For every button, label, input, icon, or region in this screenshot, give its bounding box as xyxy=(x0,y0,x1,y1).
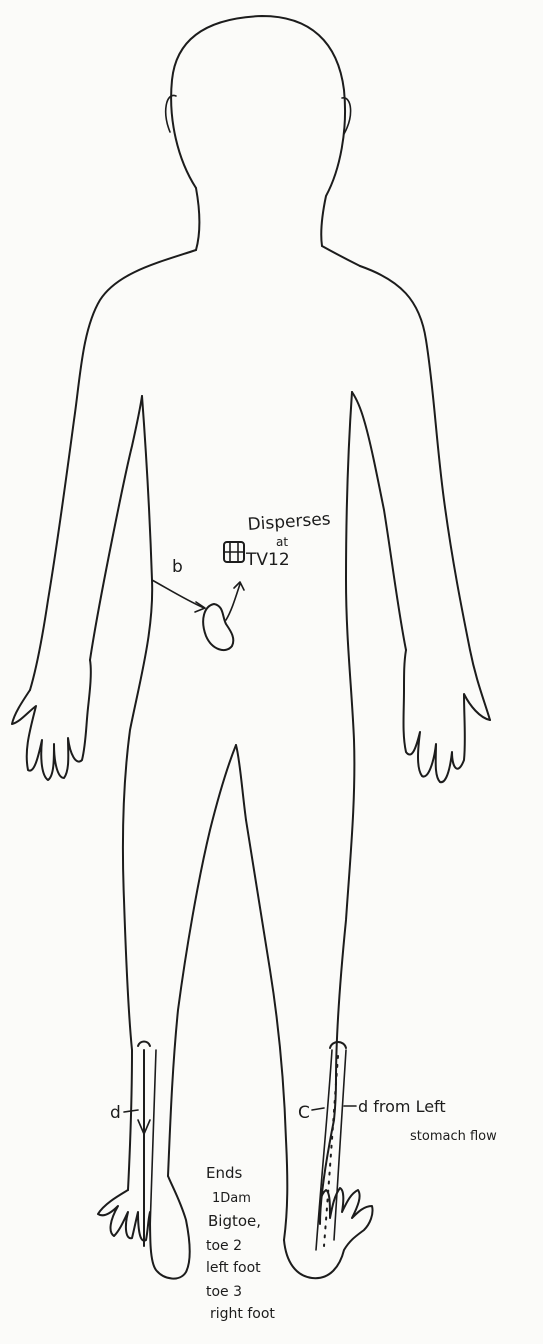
labels: Disperses at TV12 b d C d from Left stom… xyxy=(110,509,497,1322)
channel-d-start-cap xyxy=(138,1042,150,1047)
label-tv12: TV12 xyxy=(245,550,290,570)
label-c-tick xyxy=(312,1108,324,1110)
left-hand xyxy=(12,660,91,780)
ends-line-2: 1Dam xyxy=(212,1191,251,1206)
label-d-left-tick xyxy=(124,1110,138,1112)
ends-line-7: right foot xyxy=(210,1306,275,1322)
label-disperses: Disperses xyxy=(247,509,331,535)
crotch xyxy=(236,745,246,820)
label-d-left: d xyxy=(110,1103,121,1123)
label-c: C xyxy=(298,1103,310,1123)
right-hand xyxy=(404,650,491,782)
left-arm-outer xyxy=(30,250,196,690)
kidney-group xyxy=(152,542,244,650)
right-arm-inner xyxy=(352,392,406,650)
channel-c-band-left xyxy=(316,1050,332,1250)
label-b: b xyxy=(172,557,183,577)
ends-note: Ends 1Dam Bigtoe, toe 2 left foot toe 3 … xyxy=(206,1164,275,1322)
arrow-kidney-to-tv12 xyxy=(226,584,240,620)
tv12-vertebra-detail xyxy=(224,542,244,562)
left-leg-inner xyxy=(168,745,236,1176)
left-neck xyxy=(196,188,199,250)
right-leg-inner xyxy=(246,820,287,1240)
left-leg-outer xyxy=(128,1050,132,1190)
head-outline xyxy=(171,16,345,246)
ends-line-6: toe 3 xyxy=(206,1284,242,1300)
left-torso-side xyxy=(123,396,152,1050)
ends-line-3: Bigtoe, xyxy=(208,1212,261,1230)
kidney-shape xyxy=(203,604,233,650)
label-d-from: d from Left xyxy=(358,1097,446,1116)
right-neck xyxy=(322,246,360,266)
channel-d-line-inner xyxy=(150,1050,156,1230)
left-arm-inner xyxy=(90,396,142,660)
ends-line-5: left foot xyxy=(206,1260,261,1276)
right-torso-side xyxy=(336,392,354,1080)
body-outline xyxy=(12,16,490,1279)
right-arm-outer xyxy=(360,266,490,720)
channel-c-start-cap xyxy=(330,1042,346,1048)
label-disperses-at: at xyxy=(276,535,288,549)
ends-line-1: Ends xyxy=(206,1164,243,1182)
right-ear xyxy=(342,98,351,134)
arrow-b-to-kidney xyxy=(152,580,204,608)
ends-line-4: toe 2 xyxy=(206,1238,242,1254)
label-d-from-2: stomach flow xyxy=(410,1129,497,1144)
